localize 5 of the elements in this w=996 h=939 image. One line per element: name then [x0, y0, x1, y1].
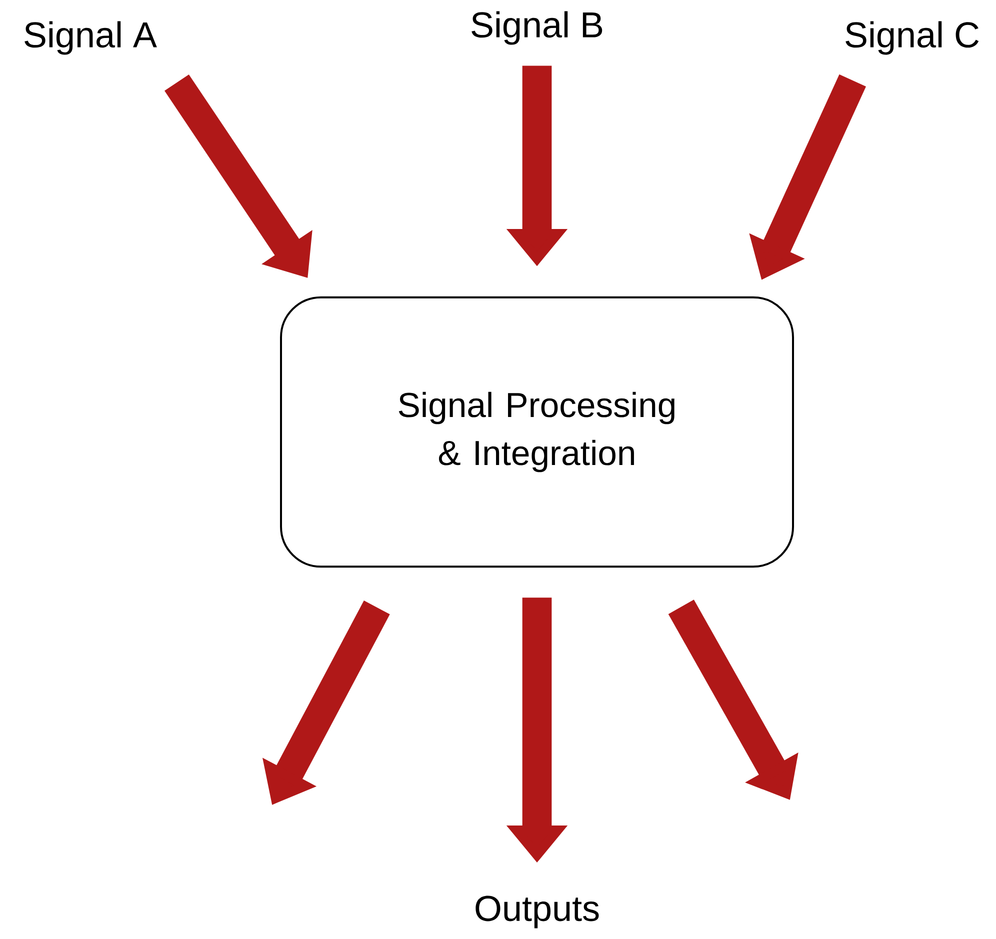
- process-box: Signal Processing & Integration: [280, 296, 794, 568]
- signal-label: Signal B: [472, 11, 602, 45]
- signal-label: Signal A: [24, 21, 157, 55]
- signal-label: Outputs: [476, 896, 599, 928]
- signal-label: Signal C: [846, 21, 979, 55]
